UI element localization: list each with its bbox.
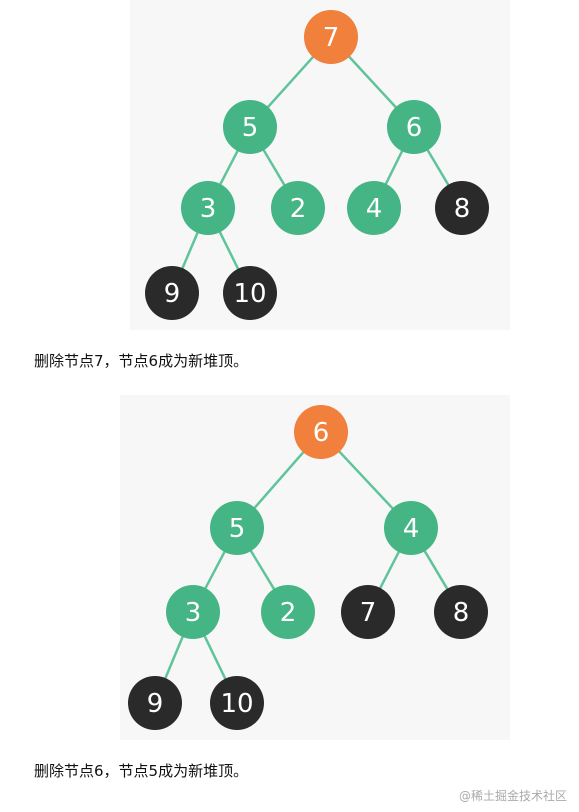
tree-node-4: 4 (347, 181, 401, 235)
node-circle (145, 266, 199, 320)
node-circle (128, 676, 182, 730)
node-label: 2 (280, 598, 297, 628)
node-label: 6 (313, 418, 330, 448)
caption-2: 删除节点6，节点5成为新堆顶。 (34, 762, 249, 780)
tree-edge (384, 149, 404, 186)
node-label: 4 (366, 194, 383, 224)
tree-node-5: 5 (210, 501, 264, 555)
tree-node-8: 8 (434, 585, 488, 639)
tree-node-8: 8 (435, 181, 489, 235)
tree-node-7: 7 (341, 585, 395, 639)
tree-edge (423, 549, 449, 591)
node-circle (223, 266, 277, 320)
node-label: 10 (233, 279, 266, 309)
node-circle (304, 10, 358, 64)
caption-1: 删除节点7，节点6成为新堆顶。 (34, 352, 249, 370)
node-circle (210, 676, 264, 730)
tree-edge (253, 451, 305, 509)
node-circle (341, 585, 395, 639)
tree-node-10: 10 (210, 676, 264, 730)
node-circle (347, 181, 401, 235)
node-label: 5 (229, 514, 246, 544)
tree-edge (219, 149, 239, 186)
tree-edge (204, 550, 226, 590)
node-circle (435, 181, 489, 235)
tree-node-6: 6 (387, 100, 441, 154)
node-label: 8 (453, 598, 470, 628)
node-label: 4 (403, 514, 420, 544)
node-label: 7 (360, 598, 377, 628)
node-label: 10 (220, 689, 253, 719)
node-circle (294, 405, 348, 459)
tree-node-6: 6 (294, 405, 348, 459)
tree-edge (266, 55, 315, 109)
tree-edge (218, 230, 240, 271)
tree-node-7: 7 (304, 10, 358, 64)
node-label: 9 (147, 689, 164, 719)
tree-node-10: 10 (223, 266, 277, 320)
node-label: 3 (185, 598, 202, 628)
tree-node-5: 5 (223, 100, 277, 154)
tree-edge (249, 549, 276, 591)
node-circle (387, 100, 441, 154)
node-label: 9 (164, 279, 181, 309)
watermark: @稀土掘金技术社区 (458, 789, 567, 803)
node-label: 5 (242, 113, 259, 143)
tree-edge (379, 550, 400, 590)
tree-node-2: 2 (271, 181, 325, 235)
node-label: 7 (323, 23, 340, 53)
node-label: 3 (200, 194, 217, 224)
node-label: 2 (290, 194, 307, 224)
tree-node-9: 9 (145, 266, 199, 320)
tree-node-3: 3 (166, 585, 220, 639)
tree-edge (181, 231, 199, 270)
node-circle (384, 501, 438, 555)
tree-node-4: 4 (384, 501, 438, 555)
tree-node-9: 9 (128, 676, 182, 730)
node-circle (261, 585, 315, 639)
node-circle (223, 100, 277, 154)
node-circle (434, 585, 488, 639)
tree-node-3: 3 (181, 181, 235, 235)
node-circle (210, 501, 264, 555)
tree-edge (338, 450, 394, 510)
tree-edge (426, 148, 450, 187)
tree-edge (203, 635, 227, 680)
node-circle (166, 585, 220, 639)
tree-edge (348, 55, 397, 109)
tree-edge (164, 635, 184, 680)
node-circle (271, 181, 325, 235)
tree-edge (262, 148, 286, 187)
node-label: 8 (454, 194, 471, 224)
node-label: 6 (406, 113, 423, 143)
node-circle (181, 181, 235, 235)
tree-node-2: 2 (261, 585, 315, 639)
